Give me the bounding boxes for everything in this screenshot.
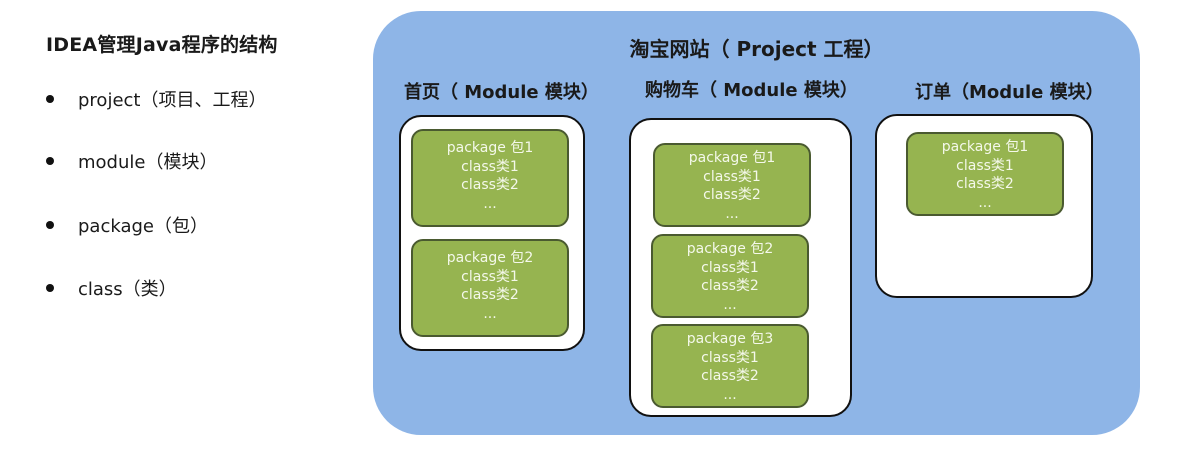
package-box: package 包3 class类1 class类2 ... [651,324,809,408]
ellipsis: ... [483,195,497,212]
package-name: package 包1 [446,140,534,156]
class-item: class类1 [956,157,1014,174]
class-item: class类1 [701,259,759,276]
ellipsis: ... [483,305,497,322]
package-box: package 包2 class类1 class类2 ... [411,239,569,337]
package-name: package 包2 [686,241,774,257]
module-label-cart: 购物车（ Module 模块） [645,80,858,101]
class-item: class类1 [703,168,761,185]
project-container: 淘宝网站（ Project 工程） 首页（ Module 模块） 购物车（ Mo… [373,11,1140,435]
page-title: IDEA管理Java程序的结构 [46,34,278,56]
ellipsis: ... [725,205,739,222]
module-box-order: package 包1 class类1 class类2 ... [875,114,1093,298]
list-item-label: module（模块） [78,152,218,173]
module-box-home: package 包1 class类1 class类2 ... package 包… [399,115,585,351]
module-label-home: 首页（ Module 模块） [404,82,599,103]
ellipsis: ... [978,194,992,211]
list-item-label: project（项目、工程） [78,90,267,111]
list-item-label: class（类） [78,279,177,300]
list-item-class: class（类） [46,275,177,305]
package-name: package 包1 [688,150,776,166]
package-name: package 包2 [446,250,534,266]
bullet-dot-icon [46,157,54,165]
list-item-package: package（包） [46,212,208,242]
class-item: class类2 [461,287,519,304]
class-item: class类2 [701,368,759,385]
module-box-cart: package 包1 class类1 class类2 ... package 包… [629,118,852,417]
module-label-order: 订单（Module 模块） [915,82,1104,103]
package-box: package 包2 class类1 class类2 ... [651,234,809,318]
package-name: package 包1 [941,139,1029,155]
list-item-project: project（项目、工程） [46,86,266,116]
bullet-dot-icon [46,95,54,103]
bullet-dot-icon [46,221,54,229]
class-item: class类1 [701,349,759,366]
class-item: class类1 [461,268,519,285]
package-box: package 包1 class类1 class类2 ... [906,132,1064,216]
class-item: class类2 [703,187,761,204]
list-item-label: package（包） [78,216,208,237]
project-title: 淘宝网站（ Project 工程） [629,37,884,61]
list-item-module: module（模块） [46,148,217,178]
package-name: package 包3 [686,331,774,347]
bullet-dot-icon [46,284,54,292]
ellipsis: ... [723,296,737,313]
class-item: class类2 [701,278,759,295]
class-item: class类1 [461,158,519,175]
package-box: package 包1 class类1 class类2 ... [653,143,811,227]
class-item: class类2 [956,176,1014,193]
package-box: package 包1 class类1 class类2 ... [411,129,569,227]
class-item: class类2 [461,177,519,194]
ellipsis: ... [723,386,737,403]
